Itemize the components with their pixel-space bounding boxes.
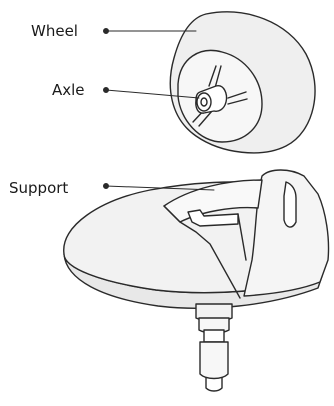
support-stem-shaft (200, 342, 228, 379)
support-stem-neck (204, 330, 224, 342)
support-stem-tip (206, 378, 222, 391)
support (64, 170, 329, 391)
support-label: Support (9, 179, 68, 197)
wheel-label: Wheel (31, 22, 78, 40)
axle-label: Axle (52, 81, 85, 99)
axle-end (197, 93, 211, 111)
wheel (170, 12, 315, 153)
support-fork-slot (284, 182, 296, 227)
